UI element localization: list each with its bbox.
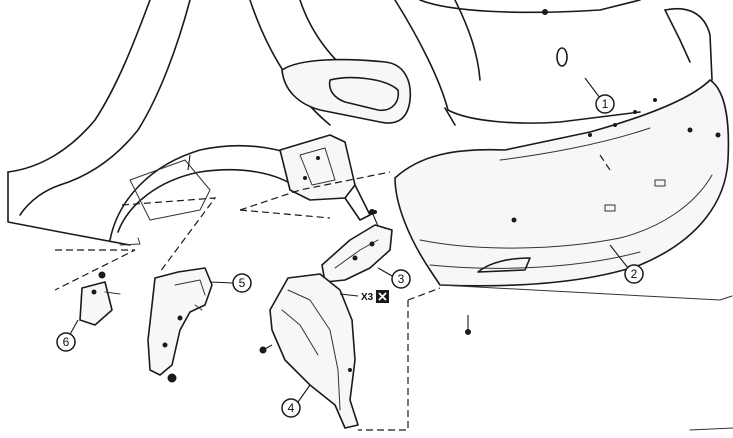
callout-3: 3 (391, 269, 411, 289)
tailgate-panel (394, 0, 641, 126)
quantity-note: X3 (339, 290, 389, 303)
rear-bumper (394, 8, 733, 431)
callout-6-label: 6 (63, 335, 70, 349)
bumper-side-bracket (321, 209, 393, 283)
quantity-label: X3 (361, 292, 374, 303)
callout-5: 5 (232, 273, 252, 293)
callout-2-label: 2 (631, 267, 638, 281)
fastener-screws (187, 154, 471, 335)
x-box-icon (376, 290, 389, 303)
assembly-guide-lines (54, 154, 611, 431)
callout-6: 6 (56, 332, 76, 352)
callout-4: 4 (281, 398, 301, 418)
callout-4-label: 4 (288, 401, 295, 415)
tail-light-housing (281, 58, 412, 124)
callout-5-label: 5 (239, 276, 246, 290)
small-mud-flap (79, 271, 121, 326)
callout-3-label: 3 (398, 272, 405, 286)
callout-1-label: 1 (602, 97, 609, 111)
callout-2: 2 (624, 264, 644, 284)
wheel-arch-bracket (147, 267, 213, 383)
splash-shield-liner (259, 273, 359, 429)
inner-bracket (279, 134, 371, 221)
car-body-rear-quarter (7, 0, 361, 246)
callout-1: 1 (595, 94, 615, 114)
